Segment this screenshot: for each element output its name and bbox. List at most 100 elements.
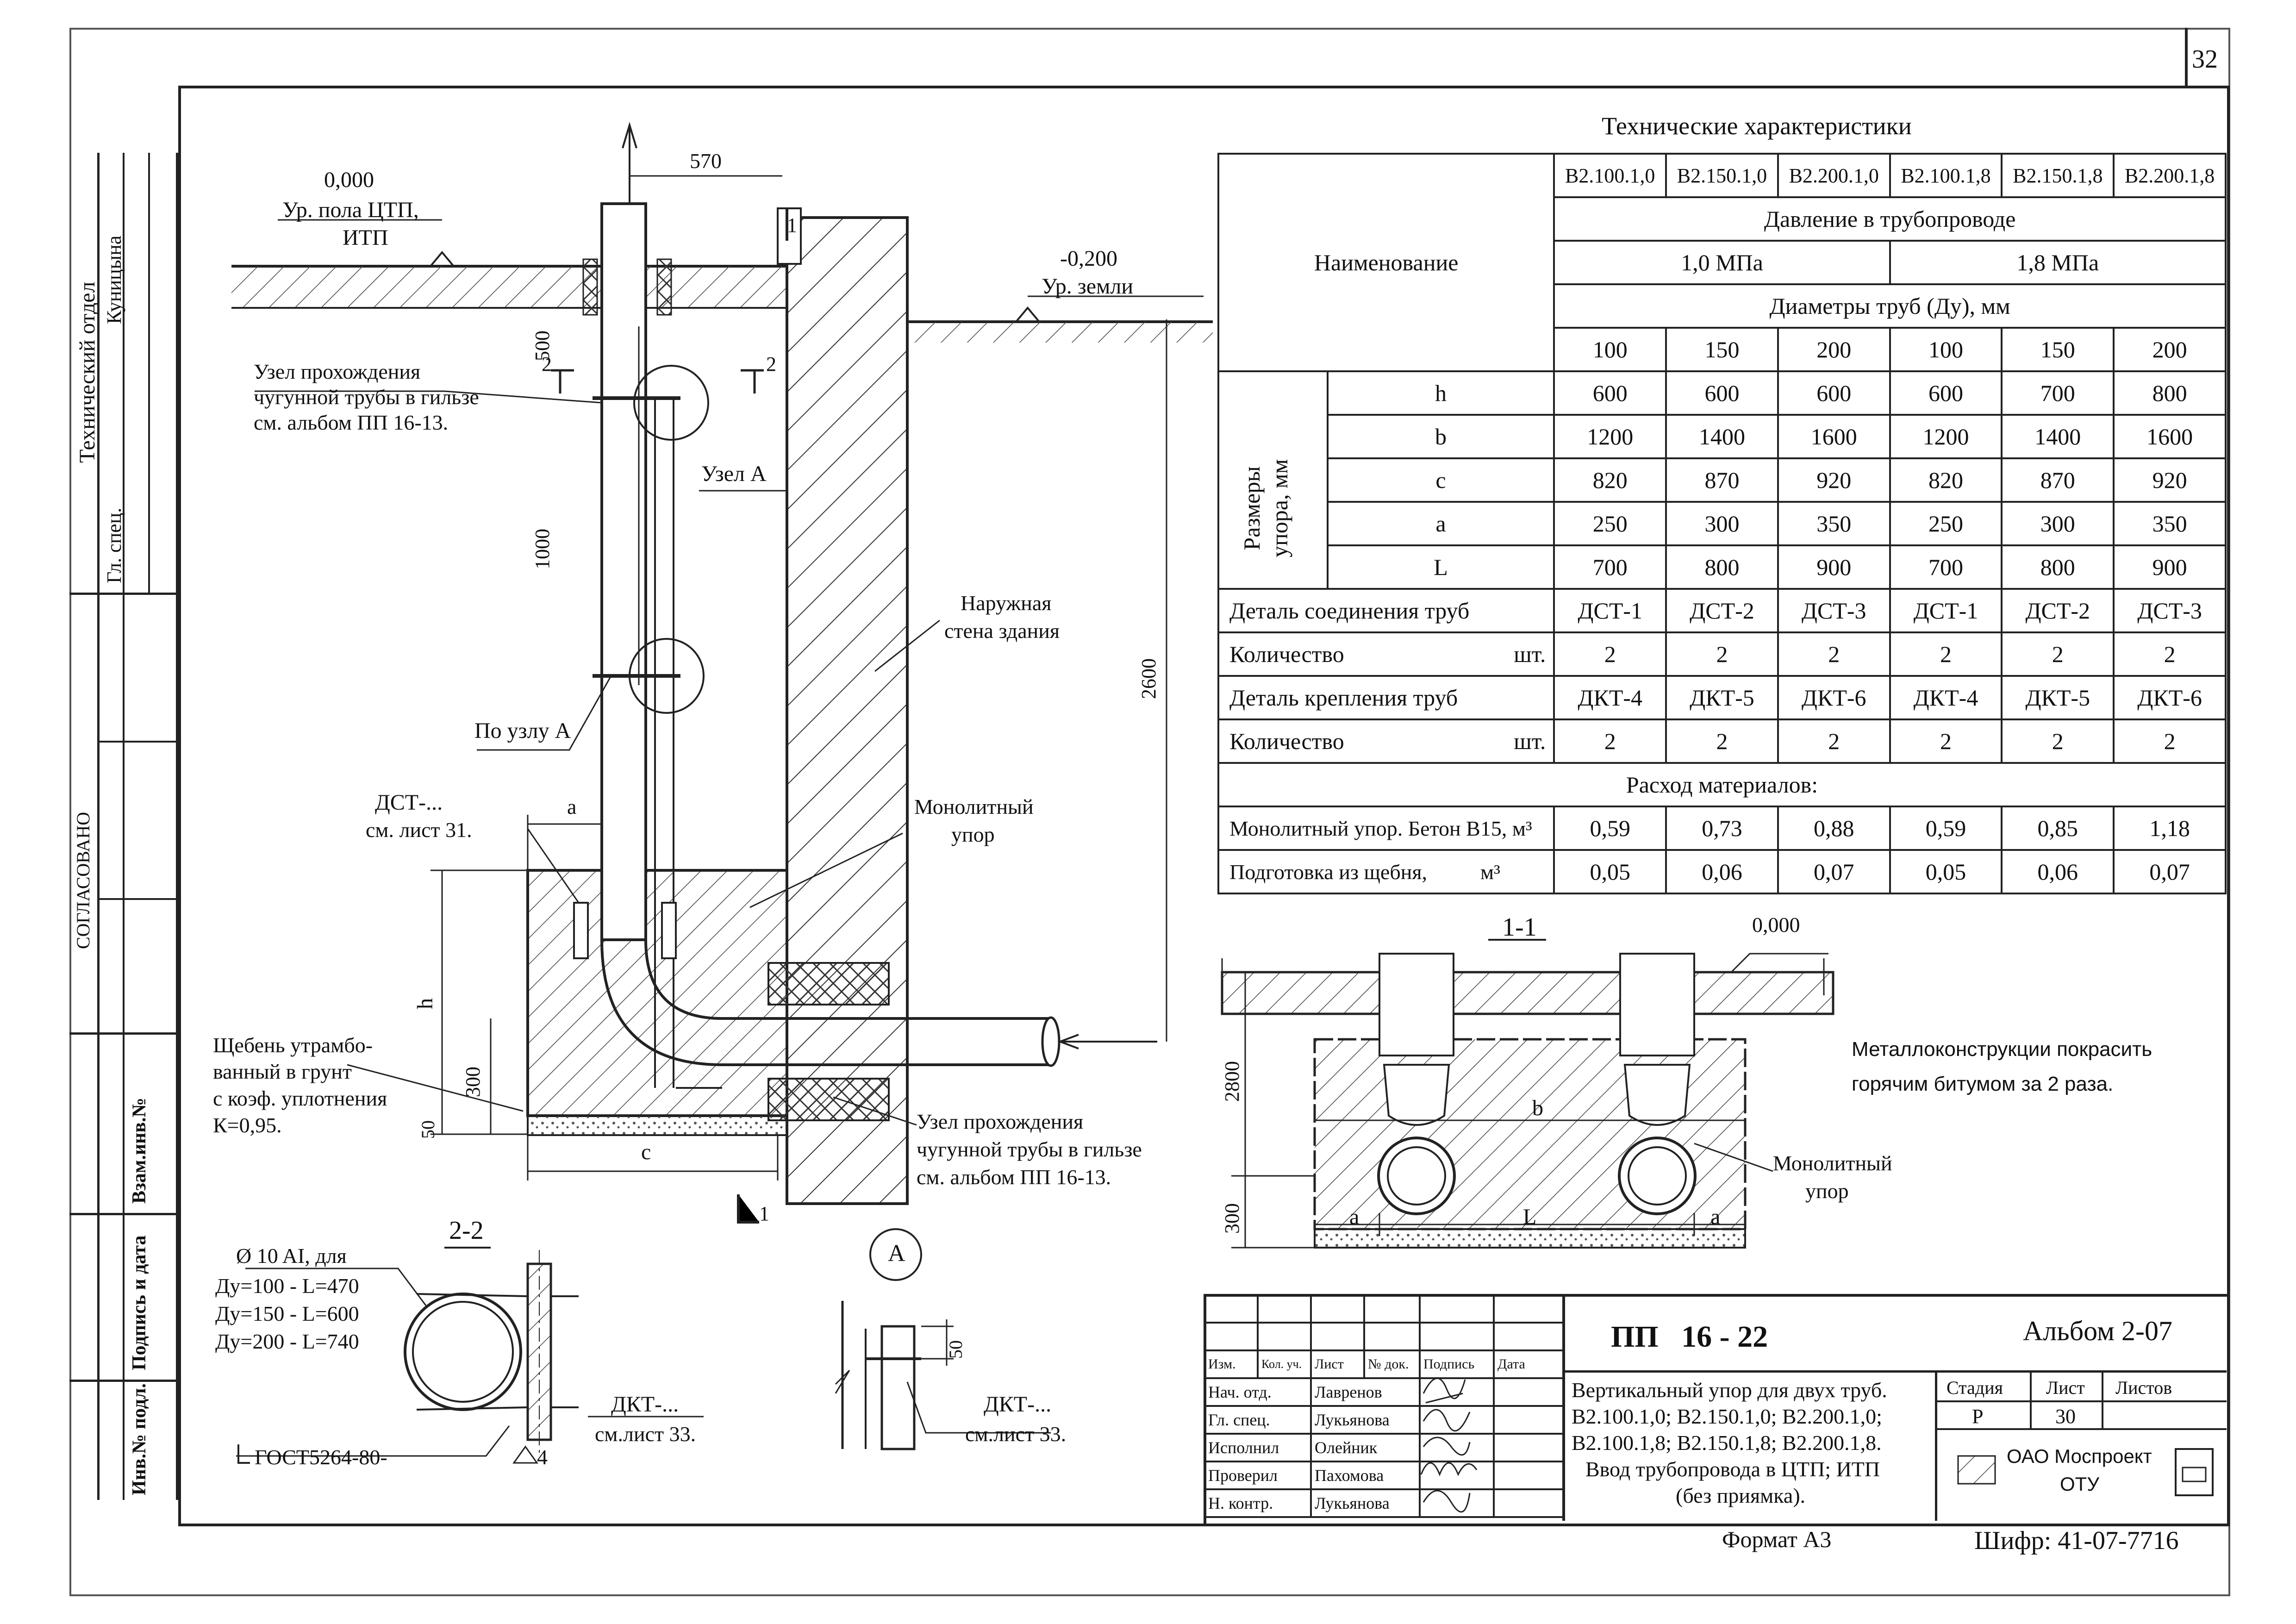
- note-po-uzlu-a: По узлу А: [474, 718, 571, 743]
- spec-row-qty1-name: Количество: [1229, 641, 1344, 667]
- section-2-2-l100: Ду=100 - L=470: [215, 1274, 359, 1298]
- spec-row-connector-3: ДСТ-3: [1777, 588, 1891, 633]
- spec-pressure-2: 1,8 МПа: [1889, 240, 2227, 285]
- tb-head-list: Лист: [1310, 1349, 1365, 1379]
- spec-dim-c-2: 870: [1665, 457, 1779, 503]
- spec-pressure-header: Давление в трубопроводе: [1553, 196, 2227, 242]
- spec-material-gravel-3: 0,07: [1777, 849, 1891, 894]
- section-1-1-label-L: L: [1523, 1205, 1537, 1229]
- spec-code-1: В2.100.1,0: [1553, 153, 1667, 198]
- spec-dim-b-5: 1400: [2001, 414, 2115, 459]
- spec-dim-L-2: 800: [1665, 544, 1779, 590]
- spec-row-connector-5: ДСТ-2: [2001, 588, 2115, 633]
- tb-name-1: Лавренов: [1310, 1377, 1421, 1407]
- spec-dim-a-4: 250: [1889, 501, 2003, 546]
- tb-name-3: Олейник: [1310, 1433, 1421, 1462]
- titleblock-left-divider: [1562, 1294, 1565, 1521]
- spec-dim-name-b: b: [1326, 414, 1555, 459]
- spec-row-qty2-unit: шт.: [1514, 728, 1546, 754]
- titleblock-desc-3: В2.100.1,8; В2.150.1,8; В2.200.1,8.: [1572, 1431, 1882, 1455]
- note-uzel-a: Узел А: [701, 462, 767, 486]
- tb-head-izm: Изм.: [1204, 1349, 1259, 1379]
- spec-material-concrete-6: 1,18: [2113, 806, 2227, 851]
- spec-dim-name-c: c: [1326, 457, 1555, 503]
- spec-dim-c-5: 870: [2001, 457, 2115, 503]
- spec-dim-L-5: 800: [2001, 544, 2115, 590]
- spec-diam-5: 150: [2001, 327, 2115, 372]
- section-1-1-label-a-left: a: [1349, 1205, 1360, 1229]
- spec-material-concrete-4: 0,59: [1889, 806, 2003, 851]
- spec-row-qty1-6: 2: [2113, 631, 2227, 677]
- spec-dim-name-h: h: [1326, 370, 1555, 416]
- left-stamp: [69, 153, 178, 1500]
- dim-a: a: [567, 795, 577, 818]
- level-floor-value: 0,000: [324, 168, 374, 192]
- section-mark-1-bottom: 1: [759, 1202, 769, 1225]
- tb-head-sign: Подпись: [1419, 1349, 1495, 1379]
- note-gravel-3: с коэф. уплотнения: [213, 1087, 387, 1110]
- spec-dim-h-5: 700: [2001, 370, 2115, 416]
- tb-head-date: Дата: [1493, 1349, 1564, 1379]
- spec-row-fastener-1: ДКТ-4: [1553, 675, 1667, 720]
- titleblock-stage-col1: [2030, 1370, 2032, 1428]
- note-gravel-2: ванный в грунт: [213, 1060, 352, 1083]
- paint-note-1: Металлоконструкции покрасить: [1852, 1038, 2152, 1061]
- tb-name-2: Лукьянова: [1310, 1405, 1421, 1435]
- spec-dim-L-1: 700: [1553, 544, 1667, 590]
- note-node-pass2-3: см. альбом ПП 16-13.: [917, 1165, 1111, 1189]
- spec-dim-L-3: 900: [1777, 544, 1891, 590]
- spec-dim-h-3: 600: [1777, 370, 1891, 416]
- note-wall-2: стена здания: [944, 619, 1060, 643]
- spec-code-6: В2.200.1,8: [2113, 153, 2227, 198]
- spec-row-fastener-name: Деталь крепления труб: [1229, 685, 1458, 711]
- tb-name-5: Лукьянова: [1310, 1488, 1421, 1518]
- section-2-2-l150: Ду=150 - L=600: [215, 1302, 359, 1325]
- spec-pressure-1: 1,0 МПа: [1553, 240, 1891, 285]
- spec-dim-b-1: 1200: [1553, 414, 1667, 459]
- titleblock-stage-col2: [2102, 1370, 2103, 1428]
- tb-sign-4: [1419, 1461, 1495, 1490]
- spec-dim-c-4: 820: [1889, 457, 2003, 503]
- spec-row-qty1-3: 2: [1777, 631, 1891, 677]
- titleblock-album: Альбом 2-07: [2023, 1316, 2172, 1346]
- spec-dim-name-a: a: [1326, 501, 1555, 546]
- note-gravel-1: Щебень утрамбо-: [213, 1033, 373, 1057]
- spec-dim-b-6: 1600: [2113, 414, 2227, 459]
- spec-title: Технические характеристики: [1602, 112, 1912, 140]
- titleblock-stage-line: [1935, 1400, 2227, 1402]
- titleblock-desc-4: Ввод трубопровода в ЦТП; ИТП: [1585, 1457, 1880, 1481]
- spec-material-gravel: Подготовка из щебня, м³: [1217, 849, 1555, 894]
- level-floor-label-2: ИТП: [343, 225, 388, 250]
- spec-dim-b-4: 1200: [1889, 414, 2003, 459]
- spec-dim-b-2: 1400: [1665, 414, 1779, 459]
- section-2-2-rebar: Ø 10 AI, для: [236, 1244, 347, 1268]
- tb-sign-3: [1419, 1433, 1495, 1462]
- section-2-2-gost: ГОСТ5264-80-: [255, 1445, 387, 1469]
- titleblock-signatures: Изм. Кол. уч. Лист № док. Подпись Дата Н…: [1204, 1294, 1564, 1518]
- spec-dim-a-3: 350: [1777, 501, 1891, 546]
- spec-dim-c-3: 920: [1777, 457, 1891, 503]
- paint-note-2: горячим битумом за 2 раза.: [1852, 1073, 2114, 1095]
- spec-row-qty2-name: Количество: [1229, 728, 1344, 754]
- spec-row-fastener-6: ДКТ-6: [2113, 675, 2227, 720]
- note-wall-1: Наружная: [961, 591, 1052, 615]
- spec-diam-header: Диаметры труб (Ду), мм: [1553, 283, 2227, 329]
- level-ground-label: Ур. земли: [1042, 274, 1134, 299]
- spec-dim-a-5: 300: [2001, 501, 2115, 546]
- spec-dim-a-6: 350: [2113, 501, 2227, 546]
- spec-row-qty2-5: 2: [2001, 718, 2115, 764]
- spec-material-gravel-6: 0,07: [2113, 849, 2227, 894]
- note-dst-2: см. лист 31.: [366, 818, 472, 842]
- spec-diam-6: 200: [2113, 327, 2227, 372]
- note-node-pass-3: см. альбом ПП 16-13.: [254, 411, 449, 434]
- titleblock-code: ПП 16 - 22: [1611, 1320, 1768, 1354]
- section-2-2-dkt-2: см.лист 33.: [595, 1422, 696, 1446]
- spec-row-connector-6: ДСТ-3: [2113, 588, 2227, 633]
- titleblock-desc-2: В2.100.1,0; В2.150.1,0; В2.200.1,0;: [1572, 1405, 1882, 1428]
- spec-row-connector-2: ДСТ-2: [1665, 588, 1779, 633]
- note-monolith-1: Монолитный: [914, 795, 1034, 818]
- spec-material-gravel-4: 0,05: [1889, 849, 2003, 894]
